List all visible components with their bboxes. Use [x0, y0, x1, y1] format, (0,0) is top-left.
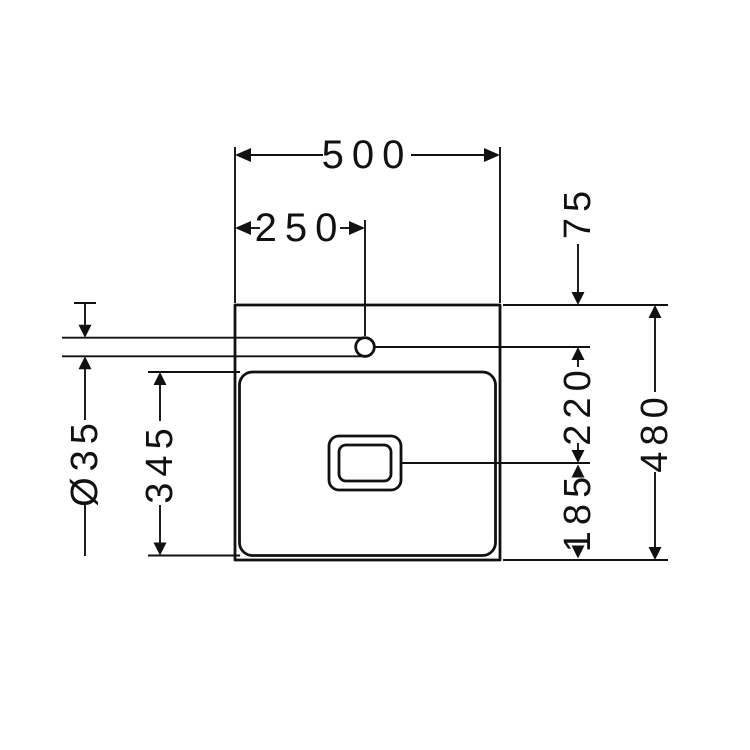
dim-drain-to-front-label: 185: [557, 471, 599, 552]
arrow-up-icon: [648, 305, 662, 318]
drain-inner: [337, 443, 393, 483]
tap-hole: [354, 336, 376, 358]
dim-tap-center-label: 250: [255, 206, 346, 250]
arrow-down-icon: [571, 292, 585, 305]
arrow-left-icon: [235, 221, 251, 235]
dim-tap-to-drain-label: 220: [557, 364, 599, 445]
dim-back-to-tap: 75: [557, 185, 599, 305]
arrow-left-icon: [235, 148, 251, 162]
arrow-down-icon: [648, 547, 662, 560]
dim-width: 500: [235, 133, 500, 177]
arrow-up-icon: [78, 356, 92, 370]
dim-total-depth: 480: [634, 305, 676, 560]
drain: [327, 434, 403, 492]
arrow-down-icon: [78, 324, 92, 338]
arrow-down-icon: [571, 450, 585, 463]
dim-tap-to-drain: 220: [557, 347, 599, 463]
dim-tap-center: 250: [235, 206, 365, 250]
extension-lines: [62, 147, 668, 561]
dim-back-to-tap-label: 75: [557, 185, 599, 239]
arrow-right-icon: [484, 148, 500, 162]
arrow-up-icon: [571, 347, 585, 360]
dim-width-label: 500: [322, 133, 413, 177]
dim-total-depth-label: 480: [634, 391, 676, 472]
dim-drain-to-front: 185: [557, 464, 599, 559]
arrow-up-icon: [571, 464, 585, 478]
dim-bowl-depth-label: 345: [139, 422, 181, 503]
arrow-up-icon: [153, 372, 167, 385]
arrow-down-icon: [153, 542, 167, 556]
dim-hole-diameter-label: Ø35: [64, 417, 106, 507]
arrow-right-icon: [349, 221, 365, 235]
dim-bowl-depth: 345: [139, 372, 181, 556]
arrow-down-icon: [571, 545, 585, 559]
dim-hole-diameter: Ø35: [64, 302, 106, 556]
